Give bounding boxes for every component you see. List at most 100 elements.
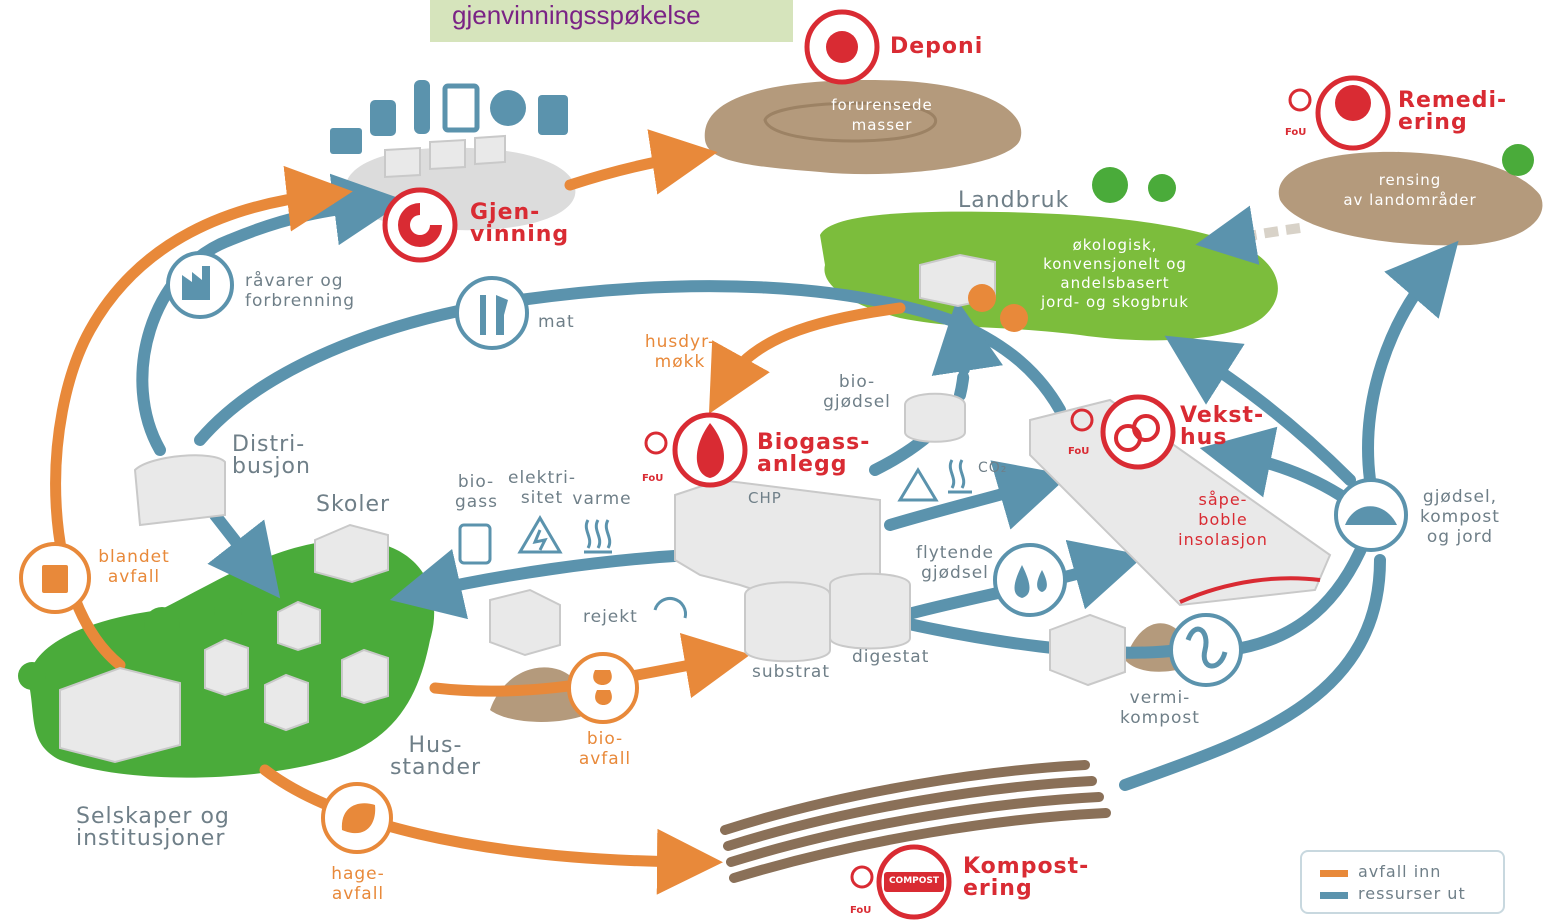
flow-gjodsel-landbruk <box>1164 335 1356 486</box>
electricity-icon-2 <box>897 467 939 502</box>
selskaper-building <box>59 666 181 764</box>
deponi-layer <box>763 101 937 143</box>
water-drops-icon <box>993 543 1067 617</box>
house-1 <box>204 638 249 697</box>
flow-blandet-label: blandet avfall <box>98 547 170 587</box>
landbruk-title: Landbruk <box>958 188 1070 213</box>
flow-gjodsel-label: gjødsel, kompost og jord <box>1420 487 1500 547</box>
biogjodsel-tank <box>904 392 966 443</box>
can-icon <box>442 83 480 133</box>
lightbulb-icon <box>1288 88 1312 112</box>
recycle-glyph <box>398 203 442 247</box>
banner: gjenvinningsspøkelse <box>430 0 793 42</box>
veksthus-red-edge <box>1179 576 1321 604</box>
veksthus-greenhouse <box>1029 398 1332 607</box>
legend: avfall inn ressurser ut <box>1300 850 1505 914</box>
tree-icon <box>18 662 46 690</box>
drop-glyph <box>1014 565 1047 598</box>
tree-icon <box>1148 174 1176 202</box>
tree-roots-glyph <box>1335 85 1371 121</box>
distribusjon-building <box>133 454 226 527</box>
flow-elektrisitet-label: elektri- sitet <box>508 468 576 508</box>
flow-kompost-out <box>1119 554 1386 791</box>
flow-co2-label: CO₂ <box>978 460 1008 476</box>
container-1 <box>384 146 421 179</box>
pig-icon <box>1000 304 1028 332</box>
recycle-arrows-icon <box>653 597 688 619</box>
tree-icon <box>1502 144 1534 176</box>
legend-swatch-waste <box>1320 870 1348 877</box>
apple-glyph <box>593 670 612 705</box>
flow-gjodsel-veksthus <box>1199 426 1346 501</box>
flow-digestat <box>894 616 1186 659</box>
deponi-mound <box>704 80 1022 175</box>
compost-rows <box>720 760 1111 883</box>
flow-flytende <box>899 539 1145 621</box>
flow-hageavfall-label: hage- avfall <box>331 864 385 904</box>
lightbulb-icon <box>1070 408 1094 432</box>
biogass-fou: FoU <box>642 473 664 484</box>
flow-varme-label: varme <box>572 489 632 509</box>
worm-glyph <box>1185 626 1228 669</box>
tree-icon <box>1092 167 1128 203</box>
flow-husdyrmokk <box>708 302 906 414</box>
flow-vermi-loop <box>1224 534 1371 656</box>
cutlery-icon <box>455 276 529 350</box>
house-2 <box>277 600 321 652</box>
flow-co2 <box>884 460 1070 531</box>
heat-icon <box>584 519 612 554</box>
flow-hageavfall <box>259 764 723 895</box>
landbruk-area-label: økologisk, konvensjonelt og andelsbasert… <box>1041 236 1189 311</box>
biogass-chp-label: CHP <box>748 489 782 507</box>
apple-core-icon <box>567 652 639 724</box>
skoler-building <box>314 523 389 584</box>
disc-icon <box>490 90 526 126</box>
skoler-title: Skoler <box>316 492 391 517</box>
selskaper-title: Selskaper og institusjoner <box>76 804 230 851</box>
paint-bucket-icon <box>538 95 568 135</box>
lightbulb-icon <box>644 431 668 455</box>
house-4 <box>264 673 309 732</box>
factory-glyph <box>182 266 210 300</box>
kompostering-fou: FoU <box>850 905 872 916</box>
lightbulb-icon <box>850 865 874 889</box>
heap-glyph <box>1345 506 1397 525</box>
flow-rejekt-label: rejekt <box>583 607 638 627</box>
remediering-mound <box>1278 151 1543 246</box>
house-3 <box>341 648 389 705</box>
gjenvinning-title: Gjen- vinning <box>470 200 570 247</box>
husstander-title: Hus- stander <box>389 733 482 780</box>
vermi-building <box>1049 613 1126 687</box>
legend-swatch-resources <box>1320 892 1348 899</box>
flow-distribusjon-skoler <box>207 509 281 599</box>
flow-gjenvinning-deponi <box>564 129 718 195</box>
flow-husdyrmokk-label: husdyr- møkk <box>644 332 716 372</box>
tree-icon <box>144 607 180 643</box>
legend-label-resources: ressurser ut <box>1358 884 1466 903</box>
container-2 <box>429 138 466 171</box>
legend-label-waste: avfall inn <box>1358 862 1442 881</box>
cow-icon <box>968 284 996 312</box>
compost-badge-label: COMPOST <box>888 876 940 886</box>
flow-ravarer-label: råvarer og forbrenning <box>245 271 356 311</box>
flow-flytende-label: flytende gjødsel <box>916 543 994 583</box>
flow-vermikompost-label: vermi- kompost <box>1120 688 1200 728</box>
leaf-glyph <box>341 803 376 834</box>
heat-icon-2 <box>948 459 972 494</box>
flow-energy <box>389 548 696 620</box>
rejekt-building <box>489 588 561 657</box>
flow-biogass-label: bio- gass <box>455 472 498 512</box>
electricity-icon <box>517 515 563 554</box>
deponi-area-label: forurensede masser <box>831 96 933 134</box>
distribusjon-title: Distri- busjon <box>232 432 311 479</box>
flow-bioavfall-label: bio- avfall <box>578 729 632 769</box>
kompostering-title: Kompost- ering <box>963 854 1090 901</box>
veksthus-fou: FoU <box>1068 446 1090 457</box>
carton-icon <box>330 128 362 154</box>
flow-remedi-landbruk <box>1195 205 1301 265</box>
biohazard-glyph <box>826 31 858 63</box>
flow-up-landbruk <box>931 299 1003 401</box>
flow-gjodsel-remedi <box>1362 240 1459 486</box>
recycle-icon <box>382 187 458 263</box>
flame-glyph <box>696 423 724 478</box>
